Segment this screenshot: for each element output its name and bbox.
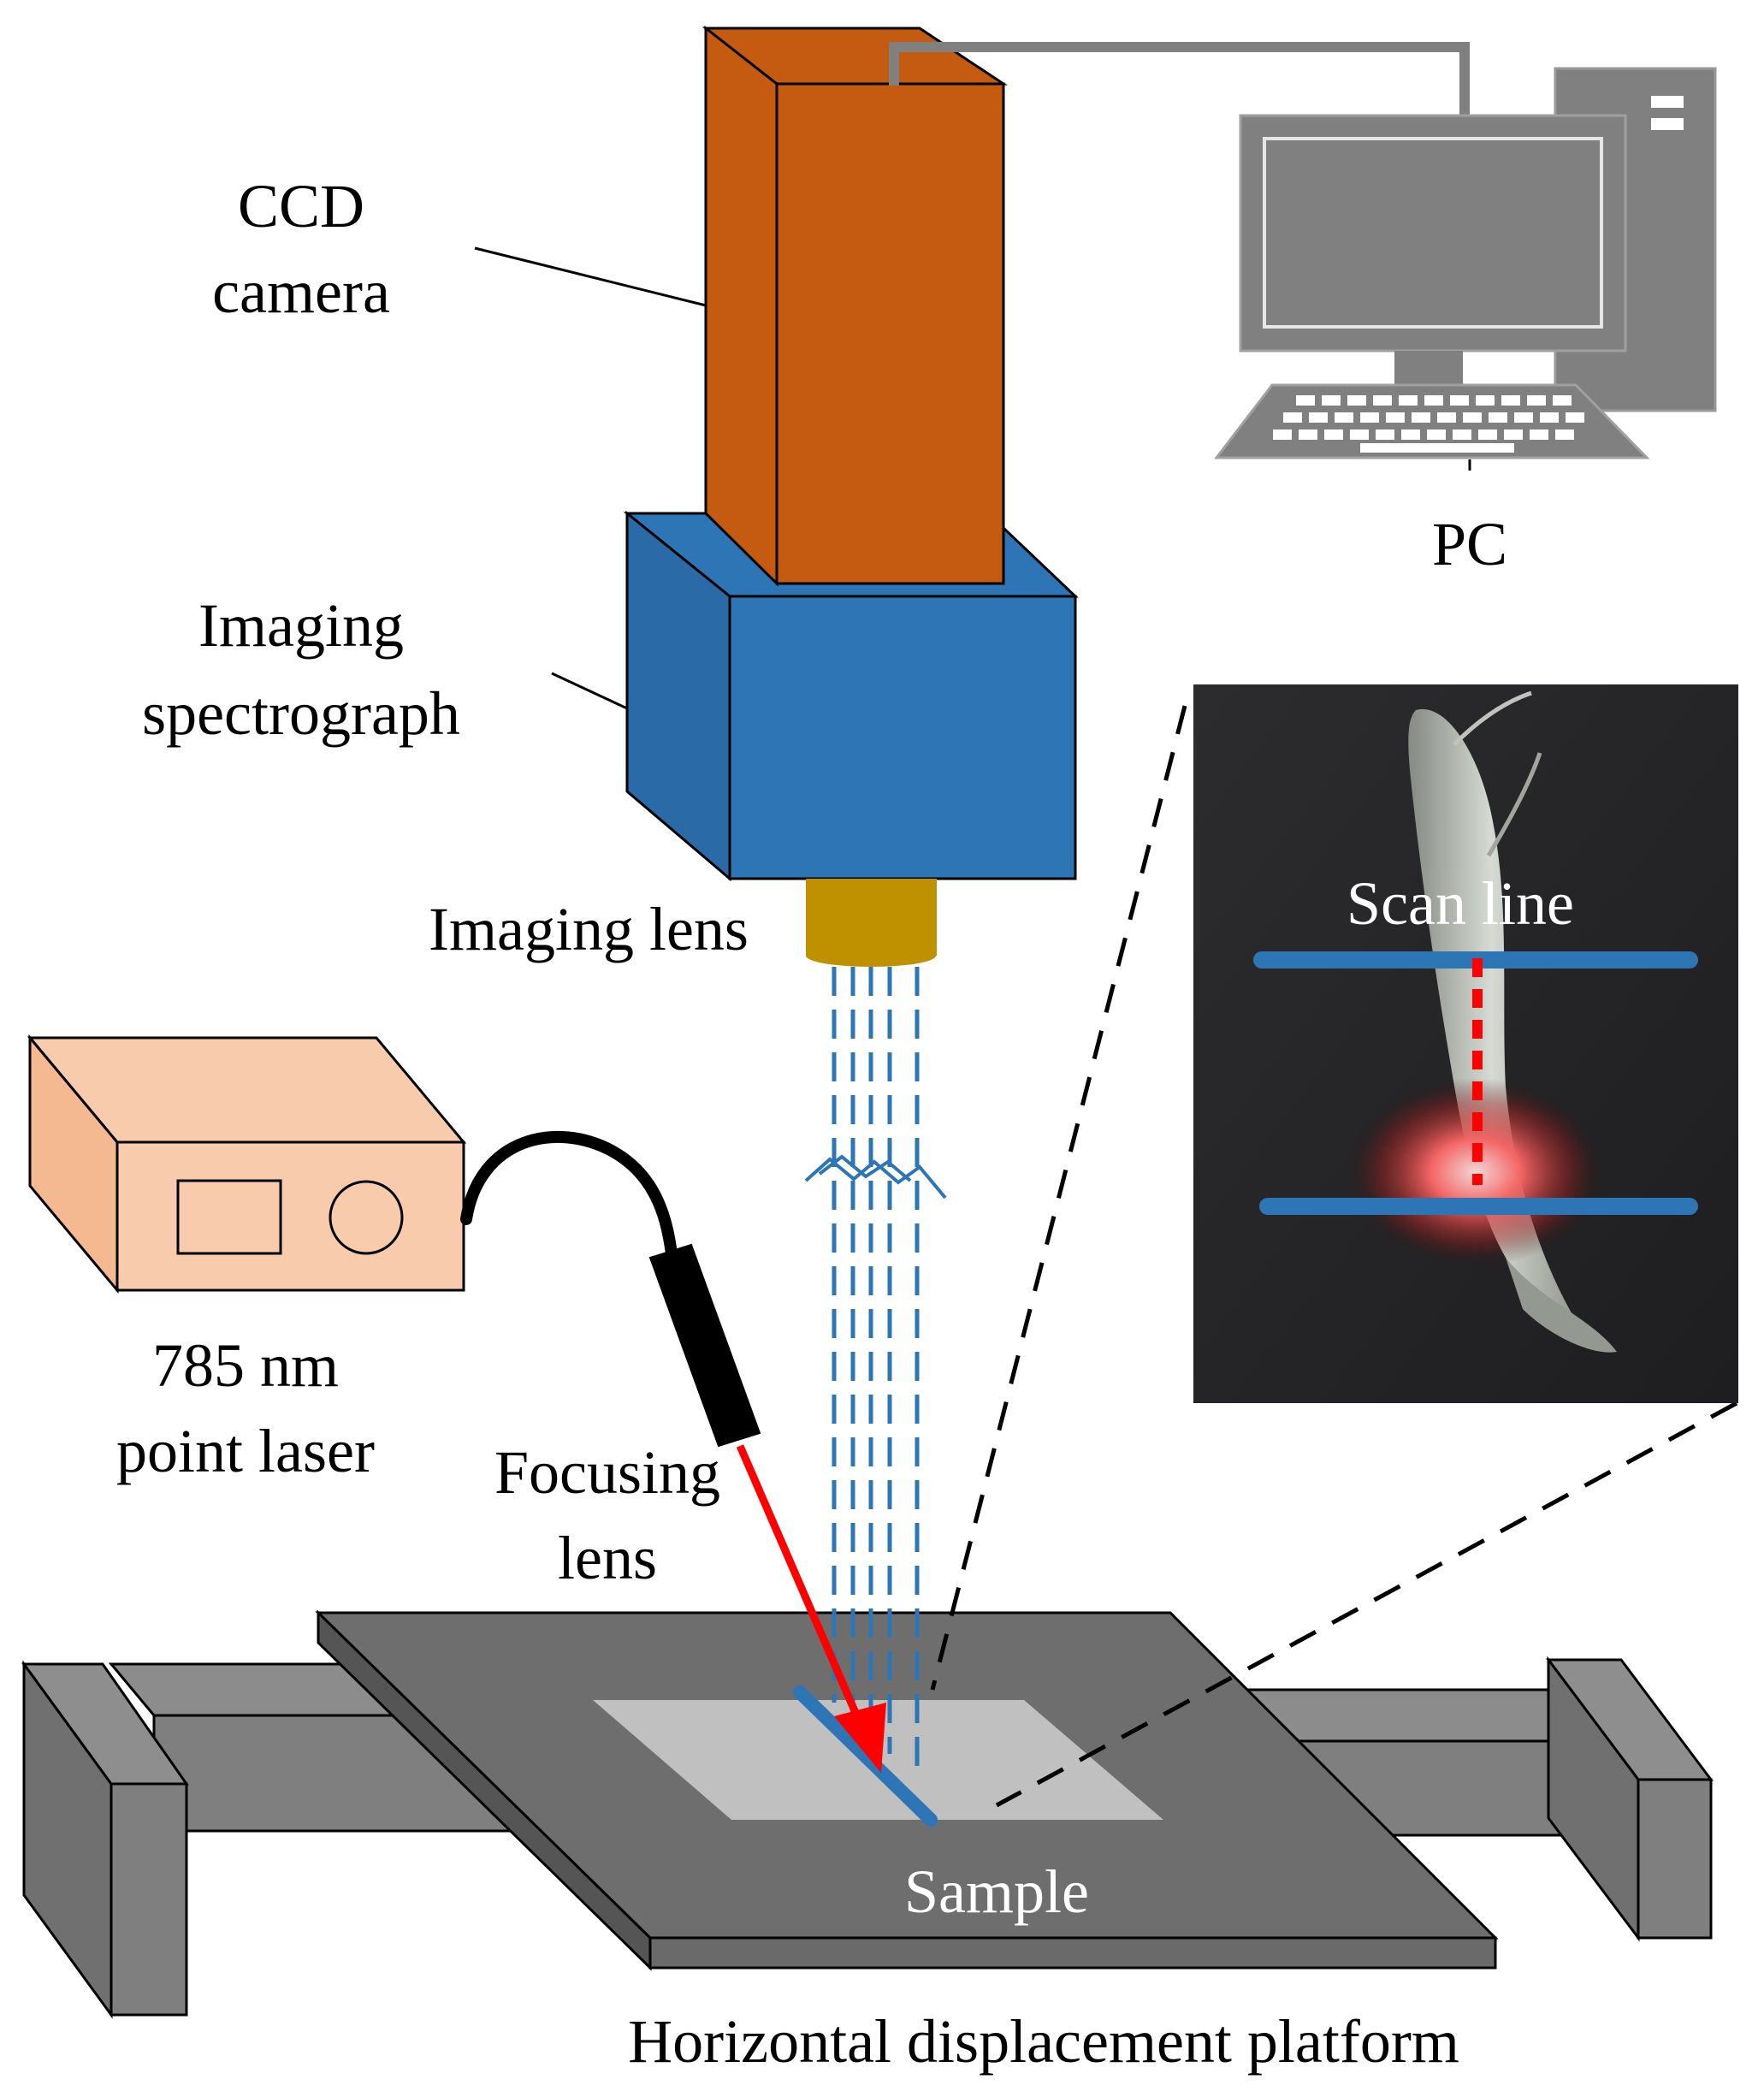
- laser-beam-arrowhead: [834, 1703, 886, 1773]
- scan-line-label: Scan line: [1347, 869, 1574, 938]
- keyboard-key: [1324, 429, 1343, 440]
- keyboard-key: [1412, 412, 1430, 423]
- computer-monitor-icon: [1239, 114, 1627, 352]
- keyboard-key: [1553, 395, 1572, 406]
- spectrograph-front: [728, 595, 1077, 880]
- laser-box-front: [115, 1140, 465, 1292]
- keyboard-key: [1530, 429, 1548, 440]
- keyboard-key: [1373, 395, 1392, 406]
- keyboard-key: [1478, 429, 1497, 440]
- camera-front: [775, 82, 1005, 585]
- keyboard-key: [1437, 412, 1456, 423]
- shrimp-tail: [1506, 1258, 1617, 1353]
- keyboard-key: [1322, 395, 1341, 406]
- keyboard-key: [1309, 412, 1328, 423]
- keyboard-key: [1453, 429, 1471, 440]
- monitor-stand: [1394, 351, 1463, 389]
- keyboard-key: [1335, 412, 1353, 423]
- keyboard-key: [1386, 412, 1405, 423]
- keyboard-key: [1347, 395, 1366, 406]
- camera-pc-cable: [889, 42, 1470, 116]
- keyboard-key: [1401, 429, 1420, 440]
- laser-label-line2: point laser: [116, 1417, 375, 1485]
- diffraction-marks-2: [818, 1154, 912, 1182]
- keyboard-key: [1360, 412, 1379, 423]
- collected-light-rays: [832, 967, 920, 1771]
- tower-slot-2: [1651, 118, 1684, 130]
- laser-beam: [736, 1444, 868, 1734]
- shrimp-leg: [1486, 752, 1542, 857]
- focusing-lens-label-line2: lens: [558, 1524, 657, 1592]
- diffraction-marks: [804, 1157, 947, 1200]
- keyboard-key: [1555, 429, 1574, 440]
- end-block-right-front: [1637, 1778, 1713, 1940]
- camera-side: [704, 25, 778, 587]
- keyboard-key: [1424, 395, 1443, 406]
- point-laser-source: [27, 1034, 467, 1294]
- laser-spot-glow: [1347, 1078, 1604, 1266]
- ccd-label-line2: camera: [212, 258, 390, 326]
- imaging-lens-bottom: [806, 945, 936, 967]
- ccd-leader-line: [474, 246, 707, 307]
- optical-fiber-cable: [460, 1130, 678, 1259]
- shrimp-image: [1347, 690, 1617, 1353]
- platform-label: Horizontal displacement platform: [628, 2007, 1459, 2076]
- keyboard-key: [1427, 429, 1446, 440]
- sample-scan-line: [793, 1685, 938, 1827]
- end-block-left-front: [110, 1782, 188, 2017]
- keyboard-key: [1299, 429, 1317, 440]
- keyboard-key: [1476, 395, 1495, 406]
- keyboard-key: [1527, 395, 1546, 406]
- laser-label-line1: 785 nm: [152, 1331, 339, 1400]
- keyboard-key: [1273, 429, 1292, 440]
- focusing-lens-probe: [648, 1243, 761, 1448]
- ccd-label-line1: CCD: [238, 172, 364, 240]
- focusing-lens-label-line1: Focusing: [494, 1438, 720, 1507]
- tower-slot-1: [1651, 96, 1684, 108]
- keyboard-key: [1463, 412, 1482, 423]
- sample-photo-inset: Scan line: [1193, 684, 1738, 1403]
- keyboard-keys: [1273, 395, 1584, 453]
- keyboard-key: [1514, 412, 1533, 423]
- stage-front-edge: [648, 1936, 1497, 1970]
- imaging-lens-label: Imaging lens: [429, 895, 749, 963]
- ccd-camera: [701, 25, 1008, 587]
- keyboard-key: [1399, 395, 1418, 406]
- end-block-left-top: [21, 1662, 189, 1786]
- laser-knob: [329, 1180, 404, 1255]
- keyboard-key: [1504, 429, 1523, 440]
- keyboard-key: [1489, 412, 1507, 423]
- keyboard-spacebar: [1360, 443, 1514, 453]
- keyboard-key: [1376, 429, 1394, 440]
- shrimp-body: [1408, 708, 1574, 1318]
- shrimp-antenna: [1453, 690, 1532, 746]
- keyboard-key: [1296, 395, 1315, 406]
- spectrograph-label-line2: spectrograph: [142, 679, 460, 748]
- keyboard-key: [1450, 395, 1469, 406]
- imaging-lens: [806, 879, 937, 967]
- keyboard-key: [1540, 412, 1559, 423]
- imaging-lens-body: [806, 879, 937, 956]
- monitor-screen: [1263, 137, 1603, 329]
- keyboard-key: [1566, 412, 1584, 423]
- spectrograph-label-line1: Imaging: [198, 591, 404, 660]
- spectrograph-leader-line: [551, 672, 628, 710]
- keyboard-key: [1283, 412, 1302, 423]
- keyboard-key: [1501, 395, 1520, 406]
- pc-label: PC: [1432, 510, 1507, 578]
- displacement-platform: [21, 1609, 1714, 2019]
- zoom-line-upper: [930, 705, 1187, 1691]
- sample-label: Sample: [904, 1857, 1089, 1926]
- keyboard-key: [1350, 429, 1369, 440]
- laser-display-panel: [176, 1179, 282, 1255]
